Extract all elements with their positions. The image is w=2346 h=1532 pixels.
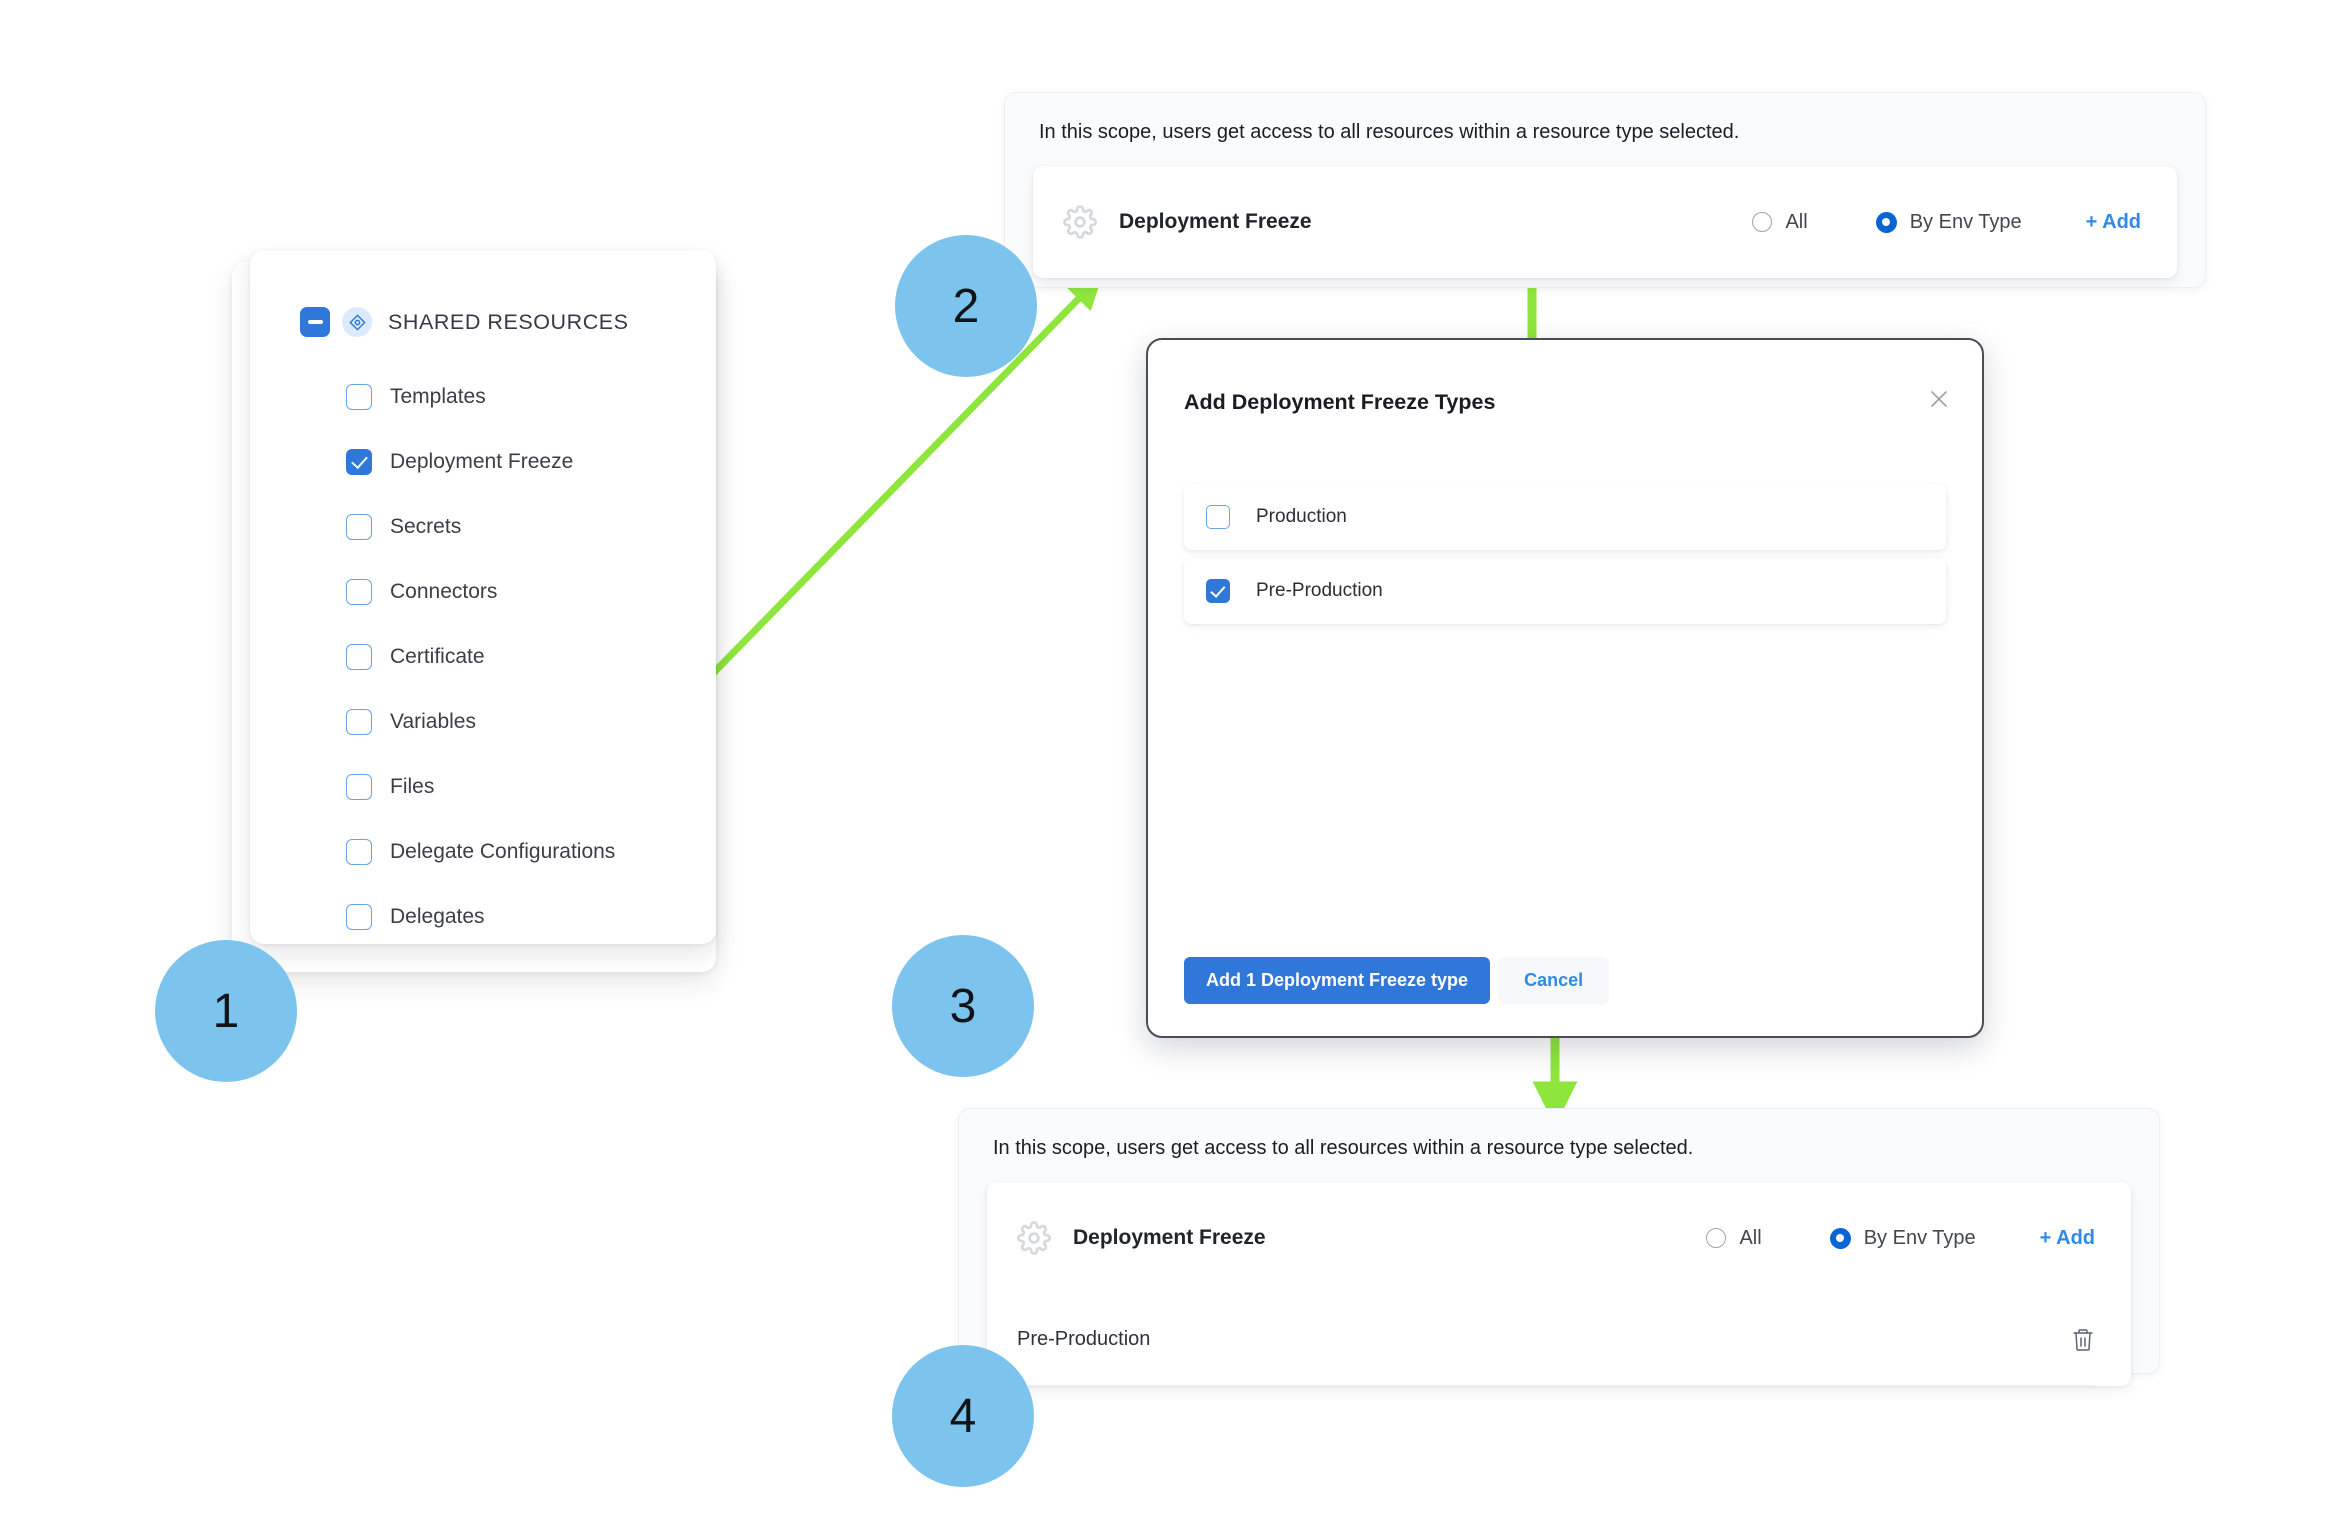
cancel-button[interactable]: Cancel — [1498, 957, 1610, 1004]
resource-item-label: Templates — [390, 384, 486, 408]
step-badge-2: 2 — [895, 235, 1037, 377]
close-icon[interactable] — [1924, 384, 1954, 414]
step-badge-number: 1 — [212, 984, 240, 1038]
step-badge-4: 4 — [892, 1345, 1034, 1487]
resource-item-label: Certificate — [390, 644, 485, 668]
checkbox-unchecked-icon[interactable] — [346, 578, 372, 605]
freeze-type-option-label: Pre-Production — [1256, 580, 1383, 601]
resource-item-label: Delegate Configurations — [390, 839, 616, 863]
resource-item-variables[interactable]: Variables — [250, 689, 716, 754]
checkbox-unchecked-icon[interactable] — [1206, 505, 1230, 529]
resource-item-certificate[interactable]: Certificate — [250, 624, 716, 689]
resource-item-label: Secrets — [390, 514, 462, 538]
step-badge-1: 1 — [155, 940, 297, 1082]
step-badge-number: 2 — [952, 279, 980, 333]
resource-item-delegate-configurations[interactable]: Delegate Configurations — [250, 819, 716, 884]
scope-resource-card: Deployment Freeze All By Env Type + Add — [1033, 166, 2177, 278]
step-badge-3: 3 — [892, 935, 1034, 1077]
shared-resources-header[interactable]: SHARED RESOURCES — [250, 302, 716, 342]
freeze-type-option-production[interactable]: Production — [1184, 484, 1946, 550]
step-badge-number: 4 — [949, 1389, 977, 1443]
shared-resources-node-icon — [342, 307, 372, 337]
radio-option-label: All — [1785, 210, 1808, 233]
resource-item-label: Delegates — [390, 904, 485, 928]
scope-panel-bottom: In this scope, users get access to all r… — [958, 1108, 2160, 1386]
resource-item-delegates[interactable]: Delegates — [250, 884, 716, 949]
resource-item-templates[interactable]: Templates — [250, 364, 716, 429]
checkbox-unchecked-icon[interactable] — [346, 708, 372, 735]
step-badge-number: 3 — [949, 979, 977, 1033]
shared-resources-panel: SHARED RESOURCES Templates Deployment Fr… — [232, 250, 716, 972]
checkbox-checked-icon[interactable] — [346, 448, 372, 475]
checkbox-unchecked-icon[interactable] — [346, 643, 372, 670]
freeze-type-options-list: Production Pre-Production — [1184, 484, 1946, 632]
radio-selected-icon[interactable] — [1829, 1227, 1851, 1249]
radio-option-label: By Env Type — [1863, 1226, 1976, 1249]
checkbox-unchecked-icon[interactable] — [346, 773, 372, 800]
checkbox-unchecked-icon[interactable] — [346, 903, 372, 930]
selected-entry-row: Pre-Production — [1017, 1294, 2095, 1386]
add-deployment-freeze-types-modal: Add Deployment Freeze Types Production P… — [1146, 338, 1984, 1038]
resource-item-label: Connectors — [390, 579, 498, 603]
checkbox-unchecked-icon[interactable] — [346, 513, 372, 540]
checkbox-unchecked-icon[interactable] — [346, 838, 372, 865]
arrow-1-to-2 — [687, 273, 1103, 700]
add-link[interactable]: + Add — [2085, 210, 2141, 233]
scope-resource-name: Deployment Freeze — [1119, 210, 1312, 233]
radio-option-label: All — [1739, 1226, 1762, 1249]
resource-item-secrets[interactable]: Secrets — [250, 494, 716, 559]
radio-option-by-env-type[interactable]: By Env Type — [1829, 1226, 1976, 1250]
freeze-type-option-pre-production[interactable]: Pre-Production — [1184, 558, 1946, 624]
scope-note-text: In this scope, users get access to all r… — [1039, 121, 1740, 143]
shared-resources-indeterminate-checkbox-icon[interactable] — [300, 307, 330, 337]
add-link[interactable]: + Add — [2039, 1226, 2095, 1249]
freeze-type-option-label: Production — [1256, 506, 1347, 527]
radio-option-by-env-type[interactable]: By Env Type — [1875, 210, 2022, 234]
gear-icon — [1017, 1221, 1051, 1255]
checkbox-checked-icon[interactable] — [1206, 579, 1230, 603]
resource-item-label: Variables — [390, 709, 476, 733]
radio-unselected-icon[interactable] — [1706, 1228, 1727, 1248]
radio-option-all[interactable]: All — [1752, 210, 1808, 234]
resource-item-deployment-freeze[interactable]: Deployment Freeze — [250, 429, 716, 494]
resource-item-connectors[interactable]: Connectors — [250, 559, 716, 624]
gear-icon — [1063, 205, 1097, 239]
scope-panel-top: In this scope, users get access to all r… — [1004, 92, 2206, 288]
scope-scope-radio-group: All By Env Type — [1706, 1226, 1976, 1250]
radio-option-all[interactable]: All — [1706, 1226, 1762, 1250]
radio-selected-icon[interactable] — [1875, 211, 1897, 233]
scope-resource-name: Deployment Freeze — [1073, 1226, 1266, 1249]
trash-icon[interactable] — [2071, 1327, 2095, 1353]
resource-item-label: Files — [390, 774, 435, 798]
shared-resources-list: Templates Deployment Freeze Secrets Conn… — [250, 364, 716, 949]
shared-resources-title: SHARED RESOURCES — [388, 309, 629, 334]
checkbox-unchecked-icon[interactable] — [346, 383, 372, 410]
add-freeze-type-button[interactable]: Add 1 Deployment Freeze type — [1184, 957, 1491, 1004]
scope-note-text: In this scope, users get access to all r… — [993, 1137, 1694, 1159]
scope-resource-card: Deployment Freeze All By Env Type + Add — [987, 1182, 2131, 1386]
scope-scope-radio-group: All By Env Type — [1752, 210, 2022, 234]
selected-entry-label: Pre-Production — [1017, 1328, 1151, 1350]
modal-title: Add Deployment Freeze Types — [1184, 390, 1496, 414]
modal-footer: Add 1 Deployment Freeze type Cancel — [1184, 957, 1610, 1004]
radio-unselected-icon[interactable] — [1752, 212, 1773, 232]
resource-item-label: Deployment Freeze — [390, 449, 574, 473]
radio-option-label: By Env Type — [1909, 210, 2022, 233]
resource-item-files[interactable]: Files — [250, 754, 716, 819]
